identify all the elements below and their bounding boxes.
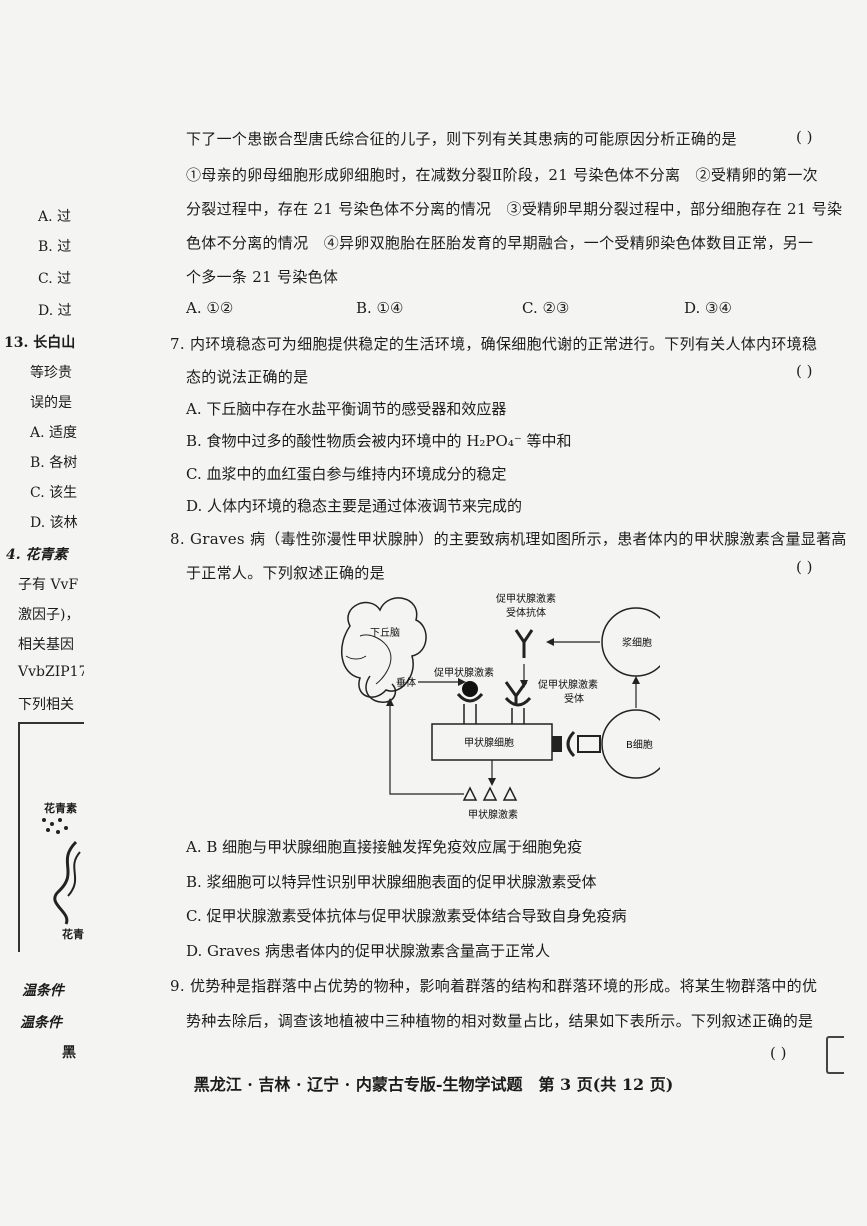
q7-option-d[interactable]: D. 人体内环境的稳态主要是通过体液调节来完成的: [186, 497, 523, 515]
q6-statement-line: 分裂过程中，存在 21 号染色体不分离的情况 ③受精卵早期分裂过程中，部分细胞存…: [186, 200, 843, 218]
fragment-text: 13. 长白山: [4, 335, 76, 351]
label-antibody-line2: 受体抗体: [506, 606, 546, 619]
fragment-text: 激因子)，: [18, 607, 80, 623]
fragment-text: A. 过: [38, 209, 72, 225]
fragment-text: D. 过: [38, 303, 72, 319]
q6-option-a[interactable]: A. ①②: [186, 299, 234, 317]
bcell-contact-cup: [566, 730, 576, 758]
fragment-figure-frame: [18, 722, 84, 952]
fragment-text: 黑: [62, 1045, 76, 1061]
q6-stem: 下了一个患嵌合型唐氏综合征的儿子，则下列有关其患病的可能原因分析正确的是: [186, 130, 737, 148]
free-antibody: [514, 629, 534, 658]
hypothalamus-pituitary-illustration: [341, 597, 427, 703]
q7-stem: 7. 内环境稳态可为细胞提供稳定的生活环境，确保细胞代谢的正常进行。下列有关人体…: [170, 335, 818, 353]
hormone-triangle: [482, 786, 498, 801]
label-b-cell: B细胞: [626, 738, 653, 751]
q6-option-d[interactable]: D. ③④: [684, 299, 732, 317]
q7-option-c[interactable]: C. 血浆中的血红蛋白参与维持内环境成分的稳定: [186, 465, 507, 483]
fragment-text: 花青素: [44, 802, 77, 815]
fragment-text: 温条件: [20, 1015, 62, 1031]
fragment-text: 误的是: [30, 395, 72, 411]
label-receptor-line2: 受体: [564, 693, 584, 705]
tsh-arrowhead: [458, 678, 466, 686]
fragment-text: A. 适度: [30, 425, 78, 441]
label-tsh: 促甲状腺激素: [434, 666, 494, 679]
bcell-contact-stub: [552, 736, 562, 752]
q7-option-b[interactable]: B. 食物中过多的酸性物质会被内环境中的 H₂PO₄⁻ 等中和: [186, 432, 572, 450]
q7-stem: 态的说法正确的是: [186, 368, 309, 386]
q9-stem: 9. 优势种是指群落中占优势的物种，影响着群落的结构和群落环境的形成。将某生物群…: [170, 977, 818, 995]
q8-option-a[interactable]: A. B 细胞与甲状腺细胞直接接触发挥免疫效应属于细胞免疫: [186, 838, 583, 856]
q6-option-c[interactable]: C. ②③: [522, 299, 570, 317]
bound-receptor: [504, 696, 532, 707]
q8-stem: 8. Graves 病（毒性弥漫性甲状腺肿）的主要致病机理如图所示，患者体内的甲…: [170, 530, 847, 548]
fragment-text: 下列相关: [18, 697, 74, 713]
label-antibody-line1: 促甲状腺激素: [496, 592, 556, 605]
fragment-text: 相关基因: [18, 637, 74, 653]
q9-stem: 势种去除后，调查该地植被中三种植物的相对数量占比，结果如下表所示。下列叙述正确的…: [186, 1012, 814, 1030]
q9-answer-parens: ( ): [770, 1044, 787, 1062]
label-thyroid-hormone: 甲状腺激素: [468, 808, 518, 821]
fragment-text: 花青: [62, 928, 84, 941]
fragment-text: C. 该生: [30, 485, 78, 501]
label-pituitary: 垂体: [396, 677, 416, 689]
q6-statement-line: 色体不分离的情况 ④异卵双胞胎在胚胎发育的早期融合，一个受精卵染色体数目正常，另…: [186, 234, 814, 252]
q6-statement-line: ①母亲的卵母细胞形成卵细胞时，在减数分裂Ⅱ阶段，21 号染色体不分离 ②受精卵的…: [186, 166, 818, 184]
fragment-figure-illustration: [42, 818, 81, 925]
q8-stem: 于正常人。下列叙述正确的是: [186, 564, 385, 582]
q6-option-b[interactable]: B. ①④: [356, 299, 404, 317]
fragment-text: 4. 花青素: [6, 547, 68, 563]
tsh-receptor: [456, 692, 484, 703]
graves-mechanism-diagram: 下丘脑 垂体 促甲状腺激素 促甲状腺激素 受体抗体 促甲状腺激素 受体: [341, 592, 660, 821]
q8-answer-parens: ( ): [796, 558, 813, 576]
label-receptor-line1: 促甲状腺激素: [538, 678, 598, 691]
fragment-text: B. 各树: [30, 455, 78, 471]
fragment-text: B. 过: [38, 239, 72, 255]
fragment-text: 子有 VvF: [18, 577, 79, 593]
fragment-text: VvbZIP17: [18, 664, 84, 680]
tsh-molecule: [462, 681, 478, 697]
q6-statement-line: 个多一条 21 号染色体: [186, 268, 339, 286]
q7-option-a[interactable]: A. 下丘脑中存在水盐平衡调节的感受器和效应器: [186, 400, 507, 418]
fragment-text: D. 该林: [30, 515, 78, 531]
label-thyroid-cell: 甲状腺细胞: [464, 736, 514, 749]
q8-option-c[interactable]: C. 促甲状腺激素受体抗体与促甲状腺激素受体结合导致自身免疫病: [186, 907, 627, 925]
label-hypothalamus: 下丘脑: [370, 626, 400, 639]
label-plasma-cell: 浆细胞: [622, 636, 652, 649]
adjacent-page-fragment: A. 过 B. 过 C. 过 D. 过 13. 长白山 等珍贵 误的是 A. 适…: [0, 0, 84, 1226]
hormone-triangle: [462, 786, 478, 801]
hormone-triangle: [502, 786, 518, 801]
bound-antibody: [504, 681, 528, 704]
b-cell-circle: [601, 709, 660, 779]
feedback-arrow: [389, 704, 464, 795]
page-edge-mark: [826, 1036, 844, 1074]
page-footer: 黑龙江 · 吉林 · 辽宁 · 内蒙古专版-生物学试题 第 3 页(共 12 页…: [193, 1075, 674, 1094]
fragment-text: 等珍贵: [30, 365, 72, 381]
fragment-text: 温条件: [22, 983, 64, 999]
q6-answer-parens: ( ): [796, 128, 813, 146]
q8-option-d[interactable]: D. Graves 病患者体内的促甲状腺激素含量高于正常人: [186, 942, 550, 960]
q7-answer-parens: ( ): [796, 362, 813, 380]
fragment-text: C. 过: [38, 271, 72, 287]
q8-option-b[interactable]: B. 浆细胞可以特异性识别甲状腺细胞表面的促甲状腺激素受体: [186, 873, 597, 891]
